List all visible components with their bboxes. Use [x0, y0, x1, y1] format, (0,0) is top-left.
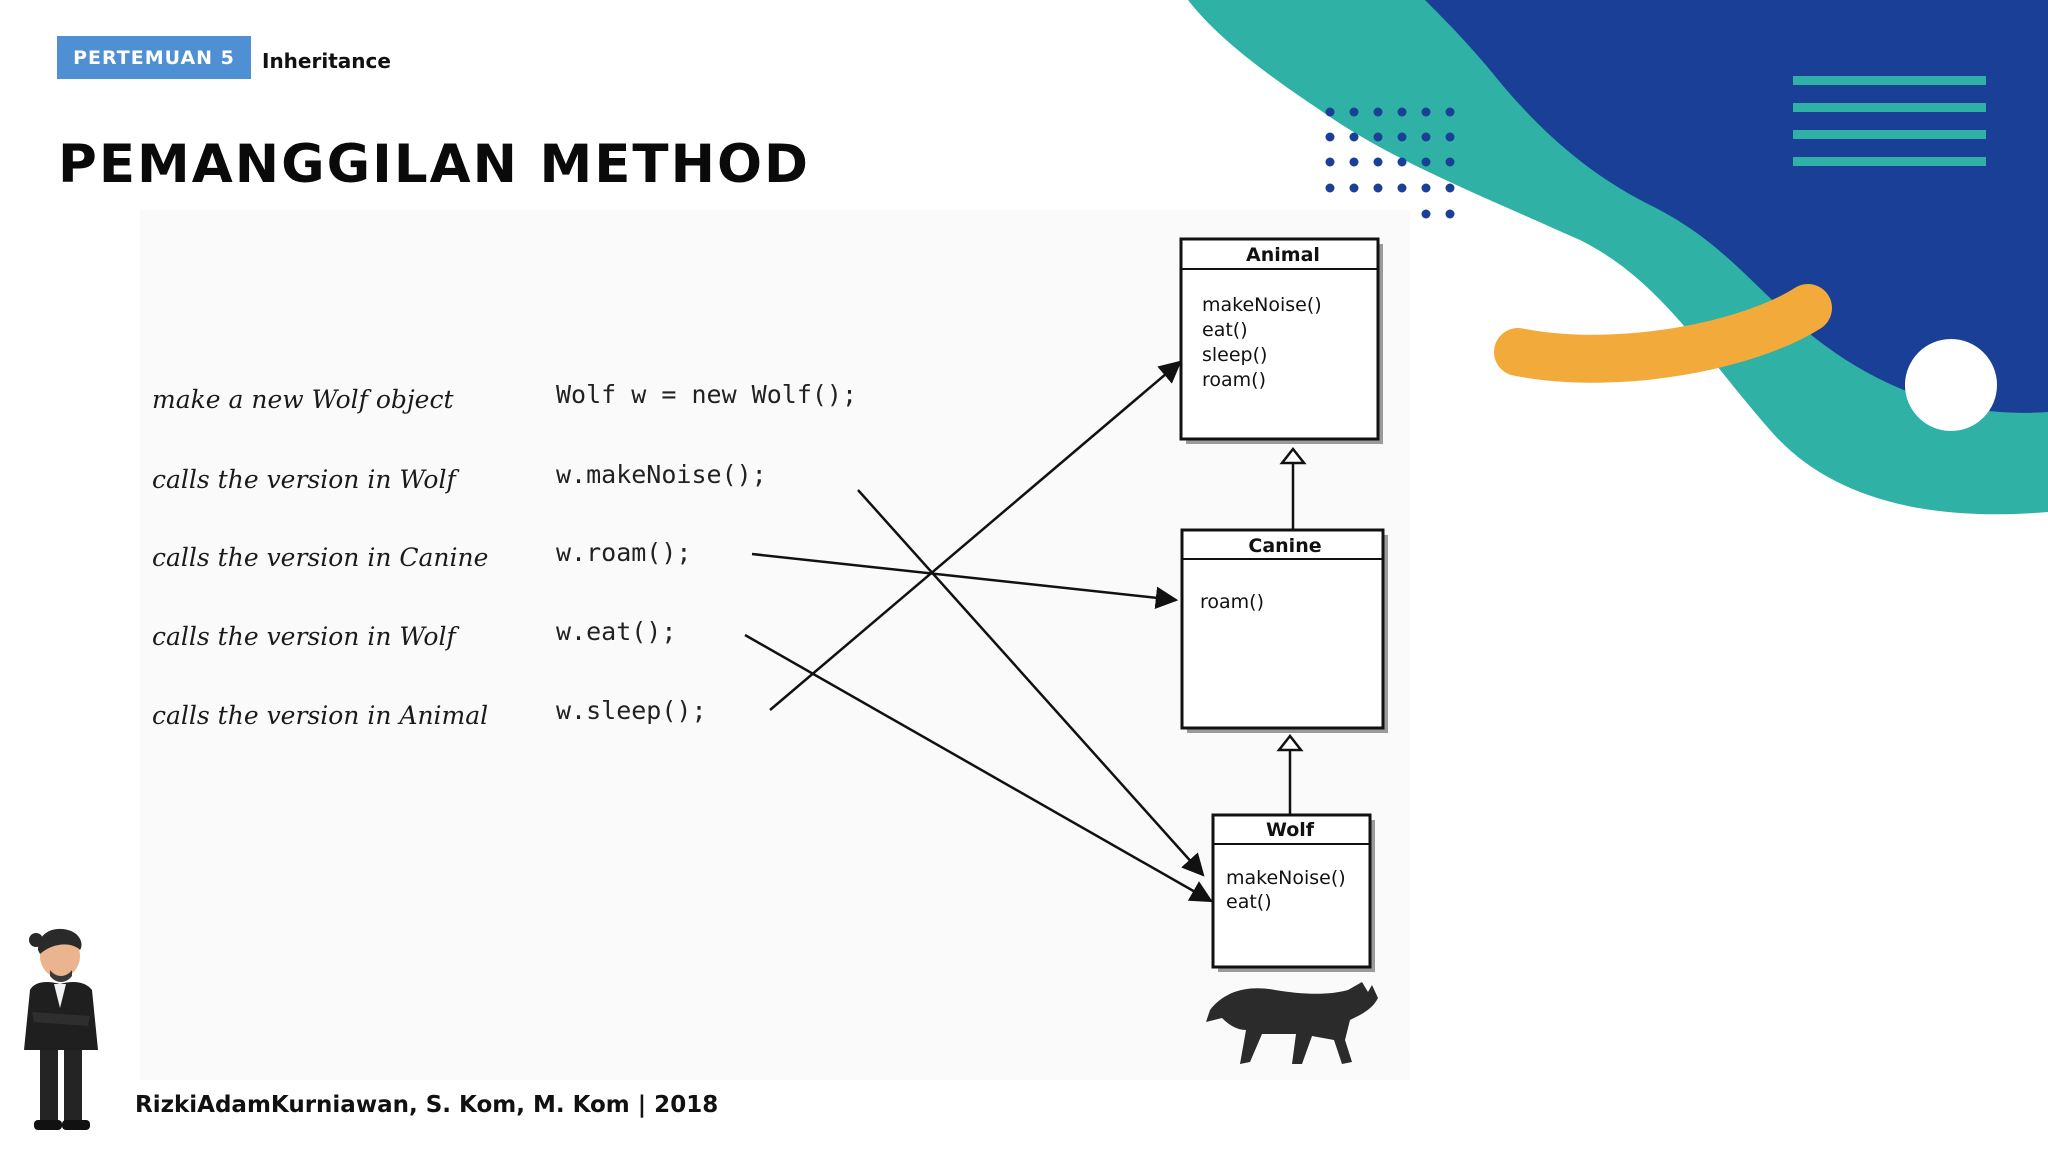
row-comment: make a new Wolf object: [152, 385, 454, 414]
footer-author: RizkiAdamKurniawan, S. Kom, M. Kom | 201…: [135, 1092, 718, 1118]
class-method: eat(): [1202, 319, 1248, 341]
row-comment: calls the version in Animal: [152, 701, 488, 730]
row-code: Wolf w = new Wolf();: [556, 380, 857, 409]
class-method: roam(): [1200, 591, 1264, 613]
row-code: w.sleep();: [556, 696, 707, 725]
row-code: w.eat();: [556, 617, 676, 646]
class-method: eat(): [1226, 891, 1272, 913]
class-box-canine: Canine roam(): [1182, 530, 1388, 733]
class-name: Canine: [1248, 535, 1321, 557]
class-method: makeNoise(): [1226, 867, 1346, 889]
class-name: Animal: [1246, 244, 1320, 266]
row-comment: calls the version in Wolf: [152, 622, 459, 651]
class-method: sleep(): [1202, 344, 1267, 366]
class-name: Wolf: [1266, 819, 1315, 841]
class-method: roam(): [1202, 369, 1266, 391]
row-comment: calls the version in Wolf: [152, 465, 459, 494]
row-code: w.roam();: [556, 538, 691, 567]
class-box-animal: Animal makeNoise() eat() sleep() roam(): [1181, 239, 1383, 444]
row-comment: calls the version in Canine: [152, 543, 488, 572]
row-code: w.makeNoise();: [556, 460, 767, 489]
class-box-wolf: Wolf makeNoise() eat(): [1213, 815, 1375, 972]
class-method: makeNoise(): [1202, 294, 1322, 316]
presenter-avatar: [10, 920, 115, 1140]
